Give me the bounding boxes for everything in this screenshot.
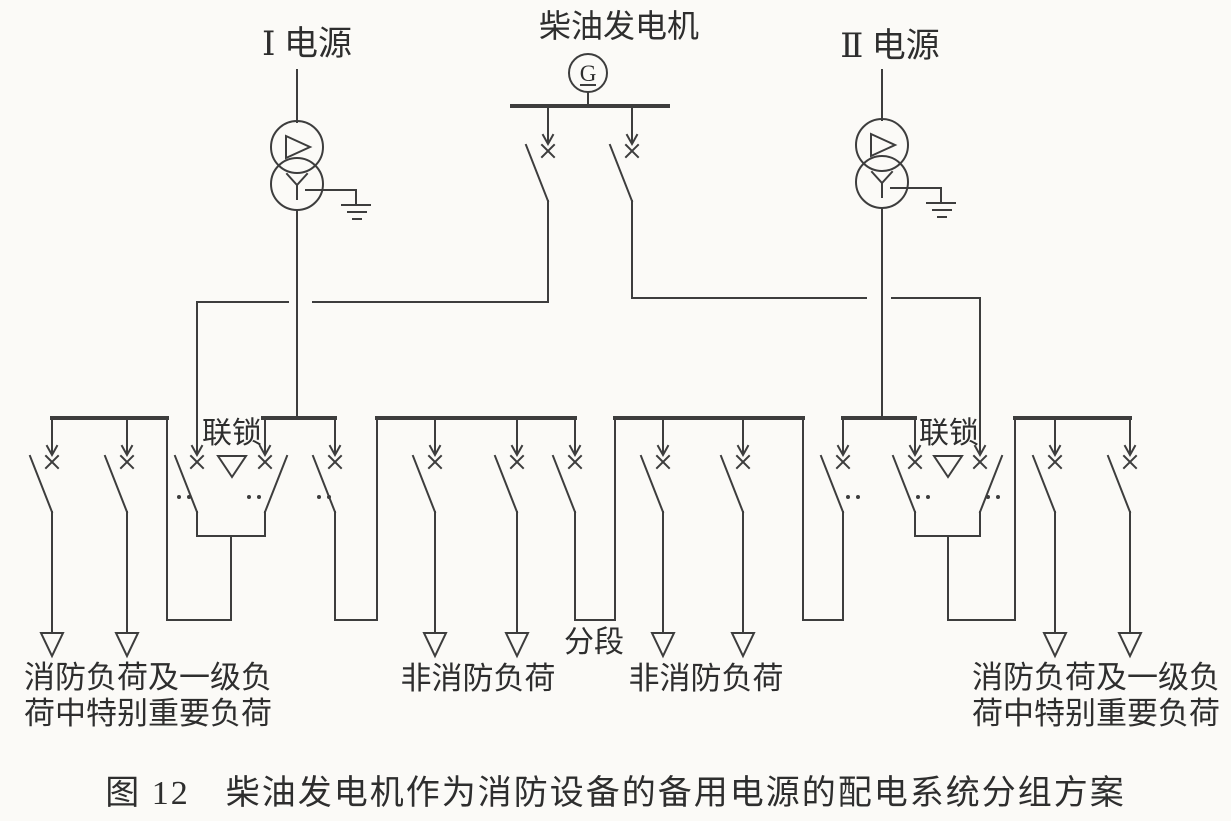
transformer-1-symbol	[270, 69, 371, 419]
drawout-arrow-icon	[120, 444, 134, 458]
switch-blade	[819, 454, 845, 514]
switch-blade	[608, 143, 634, 203]
drawout-arrow-icon	[258, 444, 272, 458]
switch-blade	[28, 454, 54, 514]
load-arrow-icon	[504, 632, 530, 659]
drawout-arrow-icon	[45, 444, 59, 458]
switch-fire-right-load-2	[1106, 417, 1138, 634]
drawout-arrow-icon	[568, 444, 582, 458]
feeder-t2-to-nonfire-bus2	[802, 417, 844, 621]
drawout-arrow-icon	[908, 444, 922, 458]
drawout-arrow-icon	[656, 444, 670, 458]
load-label-fire-left: 消防负荷及一级负 荷中特别重要负荷	[6, 660, 290, 732]
bus-tie-connector	[574, 417, 616, 621]
switch-blade	[103, 454, 129, 514]
switch-blade	[719, 454, 745, 514]
generator-symbol: G	[568, 53, 608, 107]
switch-blade	[411, 454, 437, 514]
switch-fire-right-load-1	[1031, 417, 1063, 634]
switch-nonfire2-load-2	[719, 417, 751, 634]
delta-winding-icon	[285, 134, 313, 160]
ground-icon	[890, 187, 956, 218]
load-label-fire-right-line2: 荷中特别重要负荷	[972, 696, 1220, 731]
load-arrow-icon	[39, 632, 65, 659]
drawout-arrow-icon	[625, 133, 639, 147]
drawout-arrow-icon	[836, 444, 850, 458]
interlock-triangle-left-icon	[216, 455, 248, 479]
interlock-right-label: 联锁	[919, 417, 979, 450]
switch-blade	[311, 454, 337, 514]
wye-winding-icon	[870, 170, 894, 198]
switch-ats-right-gen-side	[972, 297, 1004, 514]
load-arrow-icon	[114, 632, 140, 659]
switch-blade	[551, 454, 577, 514]
drawout-arrow-icon	[973, 444, 987, 458]
switch-gen-feeder-right	[608, 105, 640, 299]
switch-blade	[524, 143, 550, 203]
load-label-fire-left-line2: 荷中特别重要负荷	[24, 696, 272, 731]
drawout-arrow-icon	[328, 444, 342, 458]
switch-ats-left-gen-side	[173, 301, 205, 514]
load-label-fire-right: 消防负荷及一级负 荷中特别重要负荷	[954, 660, 1231, 732]
switch-t1-to-nonfire	[311, 417, 343, 621]
generator-letter: G	[580, 61, 597, 86]
figure-caption: 图 12 柴油发电机作为消防设备的备用电源的配电系统分组方案	[105, 775, 1126, 812]
interlock-linkage-dots	[177, 495, 1000, 499]
switch-blade	[173, 454, 199, 514]
switch-ats-right-mains-side	[891, 417, 923, 514]
bus-tie-label: 分段	[564, 626, 624, 659]
ats-right-output	[914, 417, 1016, 621]
load-label-fire-left-line1: 消防负荷及一级负	[24, 660, 272, 695]
generator-label: 柴油发电机	[538, 8, 699, 44]
switch-blade	[1031, 454, 1057, 514]
drawout-arrow-icon	[428, 444, 442, 458]
load-arrow-icon	[422, 632, 448, 659]
source-2-label: Ⅱ 电源	[840, 28, 940, 65]
ats-left-output	[166, 417, 266, 621]
wye-winding-icon	[285, 172, 309, 200]
drawout-arrow-icon	[190, 444, 204, 458]
load-label-nonfire-2: 非消防负荷	[628, 661, 784, 696]
transformer-2-symbol	[855, 69, 956, 419]
switch-nonfire2-load-1	[639, 417, 671, 634]
drawout-arrow-icon	[541, 133, 555, 147]
drawout-arrow-icon	[510, 444, 524, 458]
load-arrow-icon	[650, 632, 676, 659]
switch-ats-left-mains-side	[257, 417, 289, 514]
source-1-label: Ⅰ 电源	[262, 26, 352, 63]
feeder-t1-to-nonfire-bus1	[334, 417, 378, 621]
switch-blade	[891, 454, 917, 514]
drawout-arrow-icon	[1123, 444, 1137, 458]
delta-winding-icon	[870, 132, 898, 158]
ground-icon	[305, 189, 371, 220]
drawout-arrow-icon	[736, 444, 750, 458]
switch-blade	[978, 454, 1004, 514]
load-label-fire-right-line1: 消防负荷及一级负	[972, 660, 1220, 695]
switch-nonfire1-load-2	[493, 417, 525, 634]
load-label-nonfire-1: 非消防负荷	[400, 661, 556, 696]
drawout-arrow-icon	[1048, 444, 1062, 458]
load-arrow-icon	[730, 632, 756, 659]
switch-blade	[1106, 454, 1132, 514]
switch-gen-feeder-left	[524, 105, 556, 303]
interlock-triangle-right-icon	[932, 455, 964, 479]
switch-nonfire1-load-1	[411, 417, 443, 634]
switch-t2-to-nonfire	[819, 417, 851, 621]
load-arrow-icon	[1117, 632, 1143, 659]
interlock-left-label: 联锁	[202, 417, 262, 450]
switch-fire-left-load-2	[103, 417, 135, 634]
load-arrow-icon	[1042, 632, 1068, 659]
switch-fire-left-load-1	[28, 417, 60, 634]
switch-blade	[263, 454, 289, 514]
switch-blade	[639, 454, 665, 514]
switch-blade	[493, 454, 519, 514]
switch-bus-tie	[551, 417, 583, 621]
